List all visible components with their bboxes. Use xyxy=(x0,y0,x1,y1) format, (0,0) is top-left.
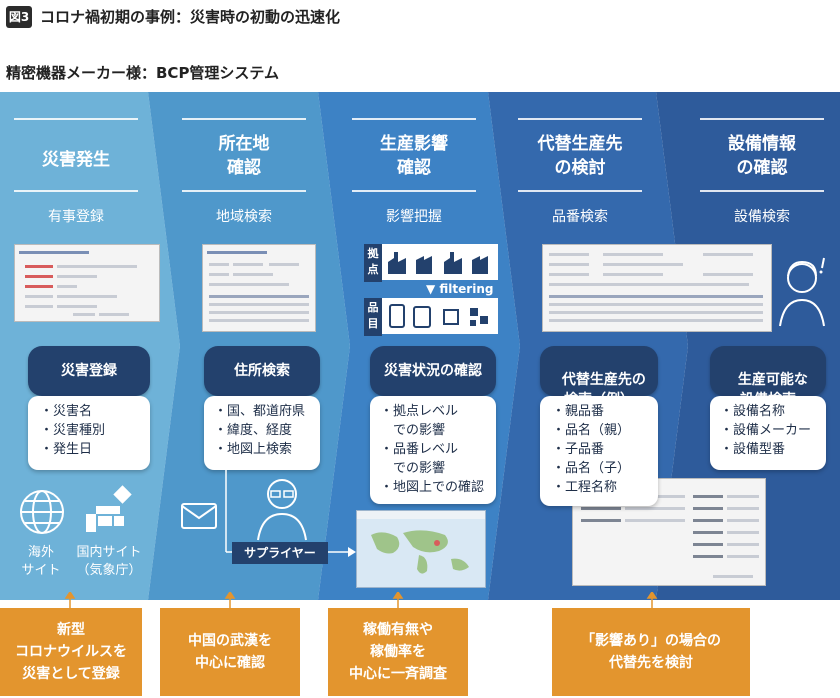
list-item: ・地図上検索 xyxy=(214,442,293,457)
mail-icon xyxy=(181,503,217,529)
col3-heading: 生産影響 確認 xyxy=(380,134,448,178)
list-item: ・災害名 xyxy=(40,404,93,419)
chip-icon xyxy=(443,309,459,325)
list-item: ・発生日 xyxy=(40,442,93,457)
list-item: ・設備型番 xyxy=(720,442,786,457)
equipment-search-list: ・設備名称 ・設備メーカー ・設備型番 xyxy=(710,396,826,470)
list-item: ・親品番 xyxy=(552,404,605,419)
col4-function: 品番検索 xyxy=(552,209,608,225)
factory-icon xyxy=(416,256,432,274)
world-map-image xyxy=(371,530,469,574)
col3-function: 影響把握 xyxy=(386,209,442,225)
device-icon xyxy=(413,306,431,328)
document-icon xyxy=(389,304,405,328)
col3-rule xyxy=(352,118,476,120)
list-item: ・緯度、経度 xyxy=(214,423,293,438)
impact-check-list: ・拠点レベル での影響 ・品番レベル での影響 ・地図上での確認 xyxy=(370,396,496,504)
col2-function: 地域検索 xyxy=(216,209,272,225)
list-item: ・工程名称 xyxy=(552,480,618,495)
list-item: ・拠点レベル xyxy=(380,404,459,419)
site-label: 拠点 xyxy=(364,244,382,282)
col2-rule-2 xyxy=(182,190,306,192)
col4-heading: 代替生産先 の検討 xyxy=(537,134,623,178)
part-search-screenshot xyxy=(542,244,772,332)
col1-function: 有事登録 xyxy=(48,209,104,225)
figure-badge: 図3 xyxy=(6,6,32,28)
disaster-register-list: ・災害名 ・災害種別 ・発生日 xyxy=(28,396,150,470)
note-operation-survey: 稼働有無や 稼働率を 中心に一斉調査 xyxy=(328,608,468,696)
factory-icon xyxy=(472,256,488,274)
col1-rule xyxy=(14,118,138,120)
supplier-label: サプライヤー xyxy=(232,542,328,564)
globe-icon xyxy=(20,490,64,534)
col1-heading: 災害発生 xyxy=(42,150,110,170)
col5-rule xyxy=(700,118,824,120)
address-search-card: 住所検索 xyxy=(204,346,320,396)
overseas-site-label: 海外 サイト xyxy=(21,545,61,578)
note-check-wuhan: 中国の武漢を 中心に確認 xyxy=(160,608,300,696)
col1-rule-2 xyxy=(14,190,138,192)
area-search-screenshot xyxy=(202,244,316,332)
filtering-label: ▼ filtering xyxy=(426,282,494,296)
list-item: ・設備名称 xyxy=(720,404,786,419)
col5-rule-2 xyxy=(700,190,824,192)
address-search-title: 住所検索 xyxy=(234,363,290,379)
list-item: での影響 xyxy=(380,461,446,476)
alt-site-search-card: 代替生産先の 検索（例） xyxy=(540,346,658,408)
col4-rule-2 xyxy=(518,190,642,192)
map-screenshot xyxy=(356,510,486,588)
col3-rule-2 xyxy=(352,190,476,192)
list-item: ・品名（子） xyxy=(552,461,631,476)
list-item: ・子品番 xyxy=(552,442,605,457)
disaster-form-screenshot xyxy=(14,244,160,322)
impact-check-title: 災害状況の確認 xyxy=(384,363,482,379)
part-label: 品目 xyxy=(364,298,382,336)
supplier-person-icon xyxy=(257,479,307,541)
col5-heading: 設備情報 の確認 xyxy=(728,134,796,178)
note-register-covid: 新型 コロナウイルスを 災害として登録 xyxy=(0,608,142,696)
equipment-search-card: 生産可能な 設備検索 xyxy=(710,346,826,408)
list-item: ・品名（親） xyxy=(552,423,631,438)
weather-agency-icon xyxy=(86,485,132,532)
factory-icons xyxy=(388,252,488,274)
alt-site-search-list: ・親品番 ・品名（親） ・子品番 ・品名（子） ・工程名称 xyxy=(540,396,658,506)
col4-rule xyxy=(518,118,642,120)
figure-title: コロナ禍初期の事例：災害時の初動の迅速化 xyxy=(40,8,341,26)
col2-rule xyxy=(182,118,306,120)
disaster-register-card: 災害登録 xyxy=(28,346,150,396)
list-item: ・設備メーカー xyxy=(720,423,812,438)
col5-function: 設備検索 xyxy=(734,209,790,225)
note-alt-site: 「影響あり」の場合の 代替先を検討 xyxy=(552,608,750,696)
list-item: ・地図上での確認 xyxy=(380,480,485,495)
disaster-register-title: 災害登録 xyxy=(61,363,117,379)
list-item: での影響 xyxy=(380,423,446,438)
system-title: 精密機器メーカー様：BCP管理システム xyxy=(6,64,279,82)
impact-check-card: 災害状況の確認 xyxy=(370,346,496,396)
factory-icon xyxy=(444,252,462,274)
address-search-list: ・国、都道府県 ・緯度、経度 ・地図上検索 xyxy=(204,396,320,470)
woman-thinking-icon xyxy=(779,257,825,327)
factory-icon xyxy=(388,252,406,274)
part-icons xyxy=(389,304,488,328)
note-connectors xyxy=(64,592,658,610)
list-item: ・品番レベル xyxy=(380,442,459,457)
col2-heading: 所在地 確認 xyxy=(218,134,270,178)
list-item: ・災害種別 xyxy=(40,423,106,438)
domestic-site-label: 国内サイト （気象庁） xyxy=(76,545,142,578)
list-item: ・国、都道府県 xyxy=(214,404,306,419)
